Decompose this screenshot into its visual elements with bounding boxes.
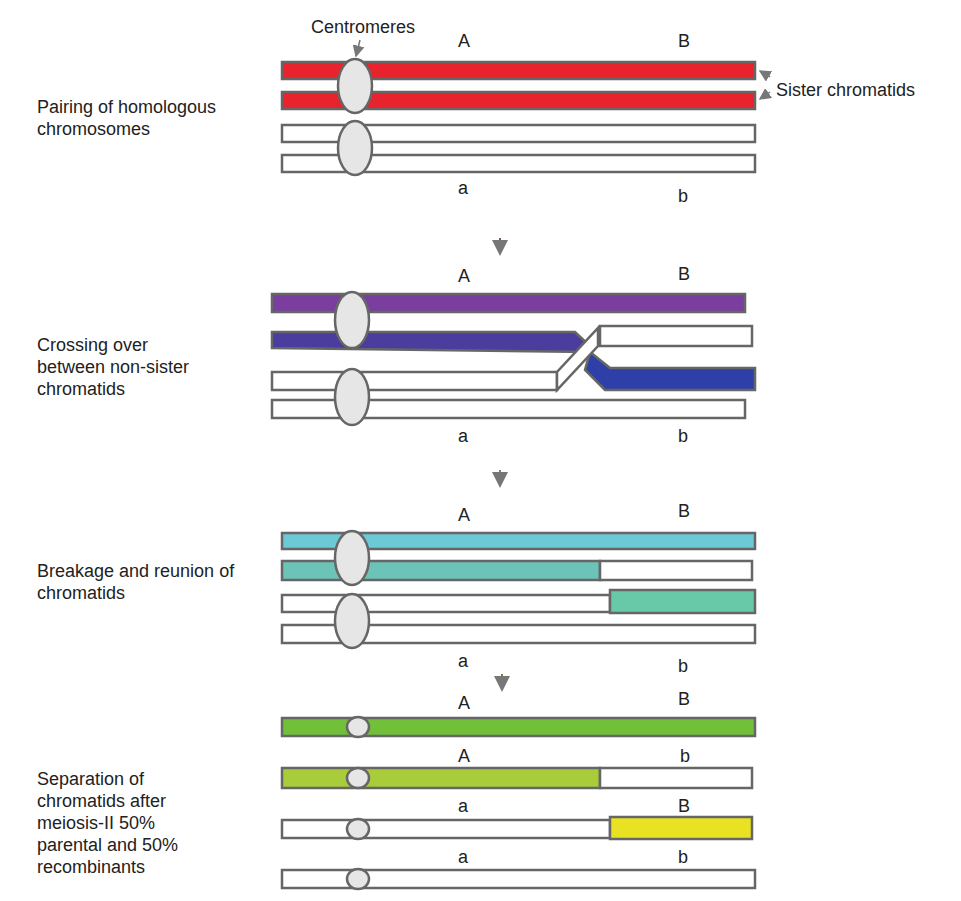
stage-label: Crossing over between non-sister chromat… xyxy=(37,334,197,400)
centromere xyxy=(335,594,369,648)
chromatid xyxy=(610,590,755,613)
step-arrow xyxy=(501,674,503,690)
centromere xyxy=(338,121,372,175)
gene-label: B xyxy=(678,795,690,817)
gene-label: a xyxy=(458,846,468,868)
gene-label: A xyxy=(458,692,470,714)
chromatid xyxy=(272,332,590,352)
gene-label: A xyxy=(458,30,470,52)
centromere xyxy=(338,59,372,113)
gene-label: A xyxy=(458,745,470,767)
gene-label: A xyxy=(458,265,470,287)
step-arrow xyxy=(499,238,501,254)
centromere xyxy=(335,531,369,585)
gene-label: a xyxy=(458,425,468,447)
chromatid xyxy=(272,372,557,390)
gene-label: b xyxy=(678,185,688,207)
leader-line xyxy=(760,92,770,99)
centromere xyxy=(347,768,369,788)
stage-label: Pairing of homologous chromosomes xyxy=(37,96,217,140)
chromatid xyxy=(282,718,755,736)
gene-label: b xyxy=(678,846,688,868)
gene-label: a xyxy=(458,177,468,199)
centromere xyxy=(335,369,369,425)
chromatid xyxy=(282,870,755,888)
gene-label: b xyxy=(680,745,690,767)
leader-line xyxy=(760,71,770,77)
gene-label: B xyxy=(678,30,690,52)
step-arrow xyxy=(499,470,501,486)
chromatid xyxy=(610,817,752,839)
chromatid xyxy=(282,820,610,838)
stage-label: Breakage and reunion of chromatids xyxy=(37,560,267,604)
gene-label: a xyxy=(458,795,468,817)
chromatid xyxy=(282,595,610,612)
chromatid xyxy=(600,326,752,346)
part-label: Centromeres xyxy=(311,16,415,38)
leader-line xyxy=(356,40,360,56)
centromere xyxy=(347,717,369,737)
centromere xyxy=(347,869,369,889)
centromere xyxy=(347,819,369,839)
gene-label: B xyxy=(678,500,690,522)
gene-label: b xyxy=(678,655,688,677)
chromatid xyxy=(585,352,755,390)
chromatid xyxy=(282,561,600,580)
gene-label: a xyxy=(458,650,468,672)
gene-label: B xyxy=(678,688,690,710)
crossover xyxy=(557,328,598,390)
chromatid xyxy=(282,768,600,788)
stage-label: Separation of chromatids after meiosis-I… xyxy=(37,768,212,878)
part-label: Sister chromatids xyxy=(776,79,915,101)
chromatid xyxy=(600,561,752,580)
centromere xyxy=(335,292,369,348)
chromatid xyxy=(600,768,752,788)
gene-label: A xyxy=(458,504,470,526)
gene-label: B xyxy=(678,263,690,285)
gene-label: b xyxy=(678,425,688,447)
